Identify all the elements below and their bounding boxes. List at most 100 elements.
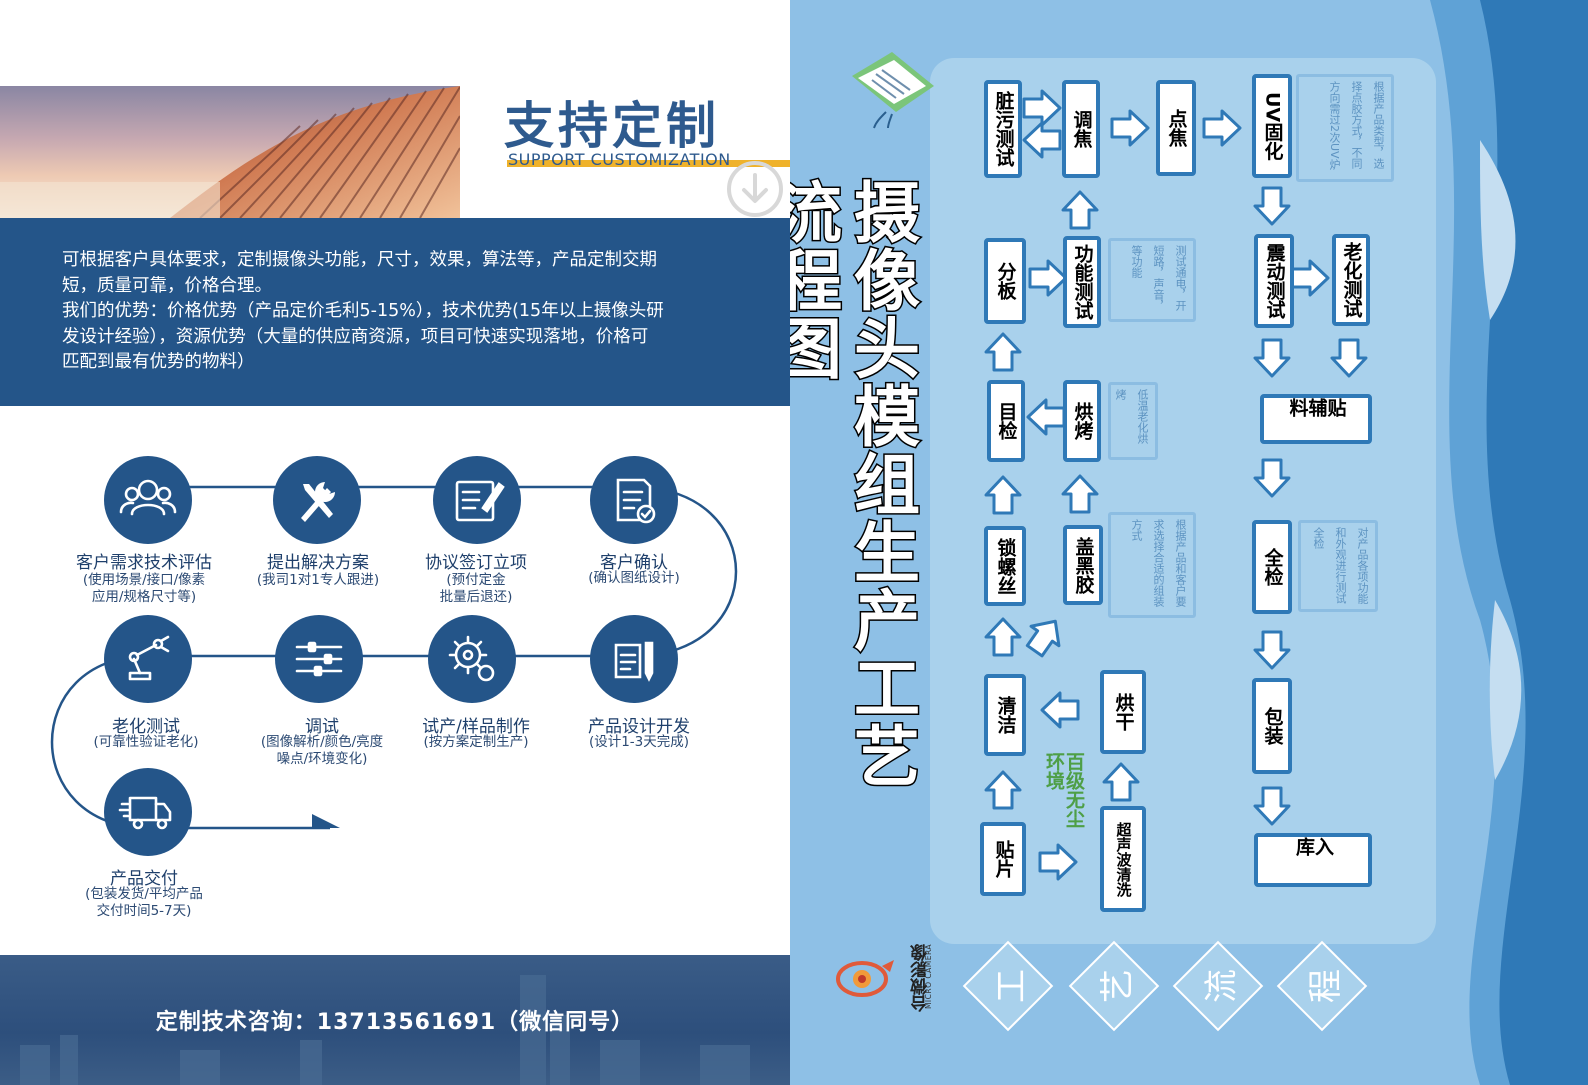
step-note: (图像解析/颜色/亮度 噪点/环境变化) — [227, 734, 417, 768]
step-circle — [590, 456, 678, 544]
cleanroom-label: 百级无尘环境 — [1043, 752, 1085, 828]
step-box-suoluosi: 锁螺丝 — [984, 526, 1026, 606]
skyline-illustration — [20, 975, 750, 1085]
step-box-honggan: 烘干 — [1100, 670, 1146, 754]
step-box-gaiheijiao: 盖黑胶 — [1063, 525, 1103, 605]
step-circle — [104, 615, 192, 703]
step-title: 老化测试 — [112, 717, 180, 737]
step-box-baozhuang: 包装 — [1252, 678, 1292, 774]
note-gaiheijiao: 根据产品和客户要求选择合适的组装方式 — [1108, 512, 1196, 618]
step-box-uv: UV固化 — [1252, 74, 1292, 178]
step-note-line: (包装发货/平均产品 — [85, 886, 203, 902]
flow-panel — [930, 58, 1436, 944]
step-title: 客户需求技术评估 — [76, 553, 212, 573]
step-note-line: (预付定金 — [446, 572, 506, 588]
step-circle — [433, 456, 521, 544]
step-note-line: (使用场景/接口/像素 — [82, 572, 206, 588]
step-note-line: (我司1对1专人跟进) — [256, 572, 380, 588]
checklist-icon — [852, 52, 934, 129]
step-box-ruku: 入 库 — [1254, 833, 1372, 887]
step-note-line: (可靠性验证老化) — [93, 734, 199, 750]
step-circle — [275, 615, 363, 703]
intro-line: 匹配到最有优势的物料） — [62, 352, 255, 372]
step-note: (预付定金 批量后退还) — [381, 572, 571, 606]
step-note-line: 噪点/环境变化) — [276, 751, 368, 767]
diamond-char: 工 — [991, 969, 1032, 1003]
step-box-fenban: 分板 — [984, 238, 1026, 324]
step-note: (我司1对1专人跟进) — [223, 572, 413, 589]
step-note-line: 交付时间5-7天) — [96, 903, 192, 919]
building-illustration — [0, 86, 460, 218]
gears-icon — [448, 635, 495, 682]
step-box-mujian: 目检 — [987, 380, 1025, 462]
diamond-char: 程 — [1305, 969, 1346, 1003]
diamond-char: 艺 — [1097, 969, 1138, 1003]
step-note-line: 应用/规格尺寸等) — [91, 589, 197, 605]
step-note-line: (确认图纸设计) — [588, 570, 680, 586]
step-note: (确认图纸设计) — [539, 570, 729, 587]
step-title: 客户确认 — [600, 553, 668, 573]
note-quanjian: 对产品各项功能和外观进行测试全检 — [1298, 520, 1378, 612]
intro-line: 可根据客户具体要求，定制摄像头功能，尺寸，效果，算法等，产品定制交期 — [62, 250, 657, 270]
step-box-tiepian: 贴片 — [980, 822, 1026, 896]
flowchart-title: 摄像头模组生产工艺流程图 — [790, 177, 922, 792]
step-title: 产品设计开发 — [588, 717, 690, 737]
note-uv: 根据产品类型，选择点胶方式，不同方向需过2次UV炉 — [1296, 74, 1394, 182]
left-page: 支持定制 SUPPORT CUSTOMIZATION 可根据客户具体要求，定制摄… — [0, 0, 790, 1085]
document-check-icon — [616, 478, 656, 524]
truck-icon — [118, 796, 172, 830]
step-box-dianjiao: 点焦 — [1156, 80, 1196, 176]
page-title: 支持定制 — [504, 97, 720, 155]
users-icon — [119, 479, 177, 516]
step-box-tiaojiao: 调焦 — [1062, 80, 1100, 178]
step-title: 产品交付 — [110, 869, 178, 889]
step-circle — [273, 456, 361, 544]
step-circle — [428, 615, 516, 703]
page-subtitle: SUPPORT CUSTOMIZATION — [508, 150, 731, 169]
tools-icon — [301, 482, 335, 522]
step-title: 调试 — [305, 717, 339, 737]
title-underline — [507, 160, 790, 167]
right-page: 摄像头模组生产工艺流程图 — [790, 0, 1588, 1085]
brand-logo-icon — [836, 960, 894, 997]
design-doc-icon — [614, 641, 654, 682]
step-box-laohua: 老化测试 — [1332, 234, 1370, 326]
step-title: 提出解决方案 — [267, 553, 369, 573]
step-note-line: (按方案定制生产) — [423, 734, 529, 750]
hero-building-image — [0, 86, 460, 218]
note-gongneng: 测试通电，开短路，声音，等功能 — [1108, 238, 1196, 322]
diamond-char: 流 — [1201, 969, 1242, 1003]
step-circle — [104, 456, 192, 544]
step-box-zangwu: 脏污测试 — [984, 80, 1022, 178]
step-note-line: (设计1-3天完成) — [588, 734, 690, 750]
step-box-quanjian: 全检 — [1252, 520, 1292, 614]
step-note: (可靠性验证老化) — [51, 734, 241, 751]
step-box-hongkao: 烘烤 — [1063, 380, 1101, 462]
step-note: (按方案定制生产) — [381, 734, 571, 751]
step-box-gongneng: 功能测试 — [1063, 236, 1101, 328]
robot-arm-icon — [128, 635, 170, 681]
intro-panel: 可根据客户具体要求，定制摄像头功能，尺寸，效果，算法等，产品定制交期 短，质量可… — [0, 218, 790, 406]
step-circle — [104, 768, 192, 856]
step-note: (包装发货/平均产品 交付时间5-7天) — [49, 886, 239, 920]
contact-text: 定制技术咨询：13713561691（微信同号） — [155, 1010, 635, 1035]
step-box-qingjie: 清洁 — [984, 674, 1026, 756]
step-note: (设计1-3天完成) — [544, 734, 734, 751]
step-title: 协议签订立项 — [425, 553, 527, 573]
step-box-tiefuliao: 贴 辅 料 — [1260, 394, 1372, 444]
step-title: 试产/样品制作 — [422, 717, 530, 737]
step-circle — [590, 615, 678, 703]
footer-band — [0, 955, 790, 1085]
note-hongkao: 低温老化烘烤 — [1108, 382, 1158, 460]
process-path — [50, 485, 738, 830]
step-note-line: (图像解析/颜色/亮度 — [260, 734, 384, 750]
sliders-icon — [295, 641, 343, 677]
brand-name-en: MICRO CAMERA — [924, 944, 933, 1010]
arrow-down-icon[interactable] — [726, 160, 784, 218]
step-box-zhendong: 震动测试 — [1254, 234, 1294, 328]
step-note: (使用场景/接口/像素 应用/规格尺寸等) — [49, 572, 239, 606]
intro-line: 短，质量可靠，价格合理。 — [62, 275, 272, 296]
step-note-line: 批量后退还) — [439, 589, 513, 605]
contract-icon — [455, 480, 505, 522]
step-box-chaosheng: 超声波清洗 — [1100, 806, 1146, 912]
